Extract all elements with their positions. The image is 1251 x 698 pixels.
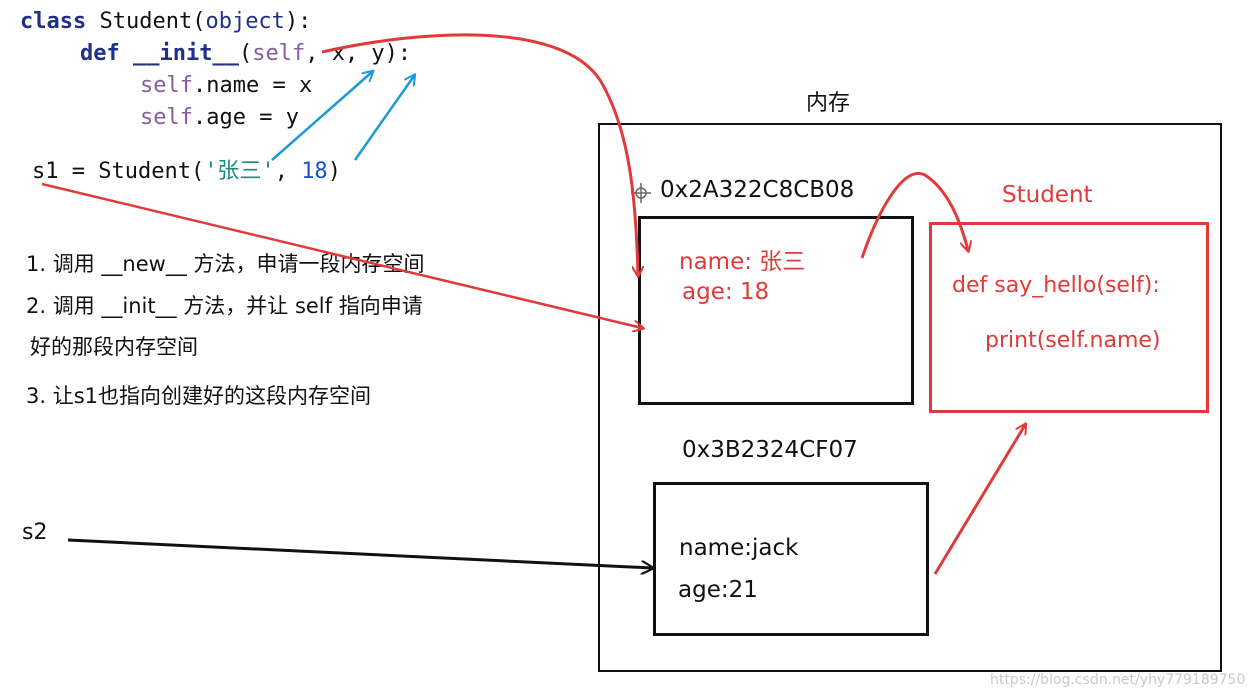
code-line-self-age: self.age = y <box>140 105 299 130</box>
class-title: Student <box>1002 182 1093 208</box>
object2-age: age:21 <box>678 577 758 603</box>
arrow-age-to-y <box>353 76 414 161</box>
object1-name: name: 张三 <box>679 249 806 275</box>
code-line-class: class Student(object): <box>20 9 312 34</box>
object2-name: name:jack <box>679 535 799 561</box>
object2-box <box>653 482 929 636</box>
object1-box <box>638 216 914 405</box>
arrow-name-to-x <box>271 72 372 161</box>
code-line-instantiate: s1 = Student('张三', 18) <box>32 159 341 184</box>
note-step-3: 3. 让s1也指向创建好的这段内存空间 <box>26 384 372 408</box>
object1-age: age: 18 <box>682 279 770 305</box>
class-method-def: def say_hello(self): <box>952 273 1160 298</box>
class-method-body: print(self.name) <box>985 328 1161 353</box>
arrow-s1-to-object1 <box>41 182 642 328</box>
class-box <box>929 222 1209 413</box>
memory-title: 内存 <box>806 91 851 116</box>
note-step-2-cont: 好的那段内存空间 <box>30 335 198 359</box>
object2-address: 0x3B2324CF07 <box>682 437 858 463</box>
arrow-object2-to-class <box>933 425 1025 575</box>
memory-region <box>598 123 1222 672</box>
note-step-1: 1. 调用 __new__ 方法，申请一段内存空间 <box>26 252 425 276</box>
s2-label: s2 <box>22 520 48 545</box>
arrow-self-to-object1 <box>321 33 638 275</box>
arrow-object1-to-class <box>860 172 968 259</box>
code-line-self-name: self.name = x <box>140 73 313 98</box>
note-step-2: 2. 调用 __init__ 方法，并让 self 指向申请 <box>26 294 423 318</box>
code-line-init: def __init__(self, x, y): <box>80 41 412 66</box>
arrow-s2-to-object2 <box>67 538 652 568</box>
watermark: https://blog.csdn.net/yhy779189750 <box>990 672 1246 688</box>
object1-address: 0x2A322C8CB08 <box>660 177 855 203</box>
